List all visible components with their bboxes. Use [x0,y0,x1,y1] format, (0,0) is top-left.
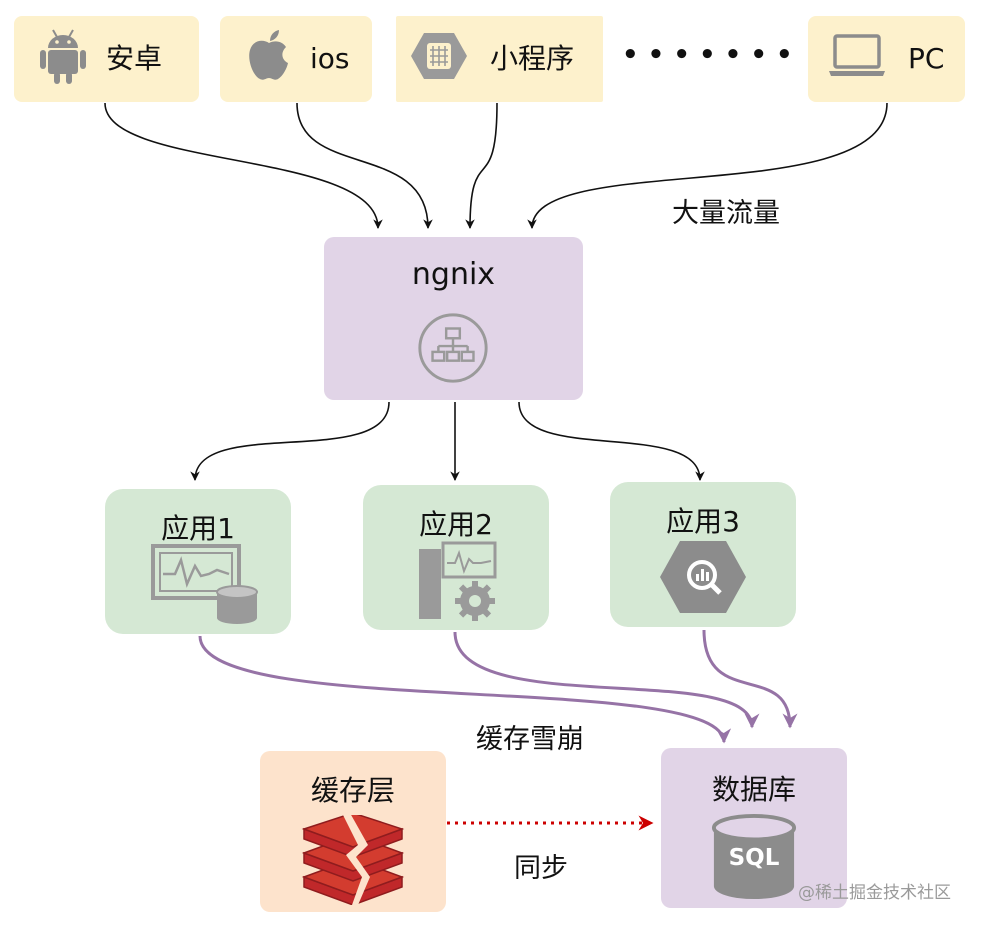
sql-icon-text: SQL [728,845,780,871]
redis-icon [301,815,405,905]
nginx-node: ngnix [324,237,583,400]
database-title: 数据库 [711,773,796,806]
server-gear-icon [419,541,497,621]
arrow-miniprogram-to-nginx [465,102,498,229]
client-pc: PC [808,16,965,102]
arrow-nginx-to-app1 [190,401,390,481]
cache-avalanche-label: 缓存雪崩 [476,724,584,755]
arrow-pc-to-nginx [527,102,888,229]
mini-program-hexagon-icon [411,33,467,79]
client-android: 安卓 [14,16,199,102]
client-label: 小程序 [490,42,575,75]
client-label: PC [908,42,945,75]
client-label: 安卓 [106,42,163,75]
apple-icon [249,30,288,80]
nginx-title: ngnix [411,257,496,292]
traffic-label: 大量流量 [672,198,780,229]
arrow-nginx-to-app3 [518,401,705,481]
laptop-icon [829,34,885,76]
cache-layer-title: 缓存层 [310,774,395,807]
arrow-app1-to-database [198,635,732,744]
arrow-android-to-nginx [104,102,383,229]
android-icon [40,29,86,84]
app-1-node: 应用1 [105,489,291,634]
arrow-ios-to-nginx [296,102,433,229]
load-balancer-network-icon [418,313,488,383]
client-mini-program: 小程序 [396,16,603,102]
app-2-node: 应用2 [363,485,549,630]
app-1-title: 应用1 [161,512,235,545]
client-ios: ios [220,16,372,102]
cache-layer-node: 缓存层 [260,751,446,912]
database-node: 数据库 SQL [661,748,847,908]
arrow-app2-to-database [453,631,760,729]
watermark: @稀土掘金技术社区 [798,883,951,903]
ellipsis-more-clients: • • • • • • • [622,40,793,70]
app-3-node: 应用3 [610,482,796,627]
arrow-app3-to-database [702,629,798,729]
sync-label: 同步 [514,853,568,884]
monitor-database-icon [151,544,258,624]
sql-database-icon [711,814,797,900]
bigquery-hexagon-icon [660,541,746,613]
client-label: ios [310,42,350,75]
app-3-title: 应用3 [666,505,740,538]
app-2-title: 应用2 [419,508,493,541]
